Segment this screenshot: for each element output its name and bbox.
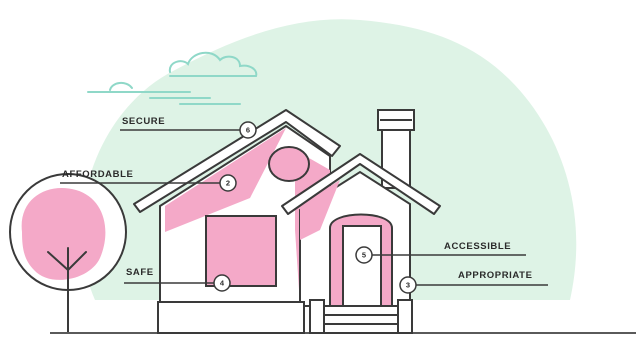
marker-affordable: 2 (226, 179, 230, 188)
marker-accessible: 5 (362, 251, 366, 260)
marker-appropriate: 3 (406, 281, 410, 290)
label-secure: SECURE (122, 116, 165, 127)
front-window (206, 216, 276, 286)
front-steps (324, 306, 398, 333)
front-door (343, 226, 381, 306)
label-accessible: ACCESSIBLE (444, 241, 511, 252)
label-appropriate: APPROPRIATE (458, 270, 533, 281)
tree (10, 174, 126, 332)
label-safe: SAFE (126, 267, 154, 278)
attic-window (269, 147, 309, 181)
label-affordable: AFFORDABLE (62, 169, 133, 180)
marker-secure: 6 (246, 126, 250, 135)
